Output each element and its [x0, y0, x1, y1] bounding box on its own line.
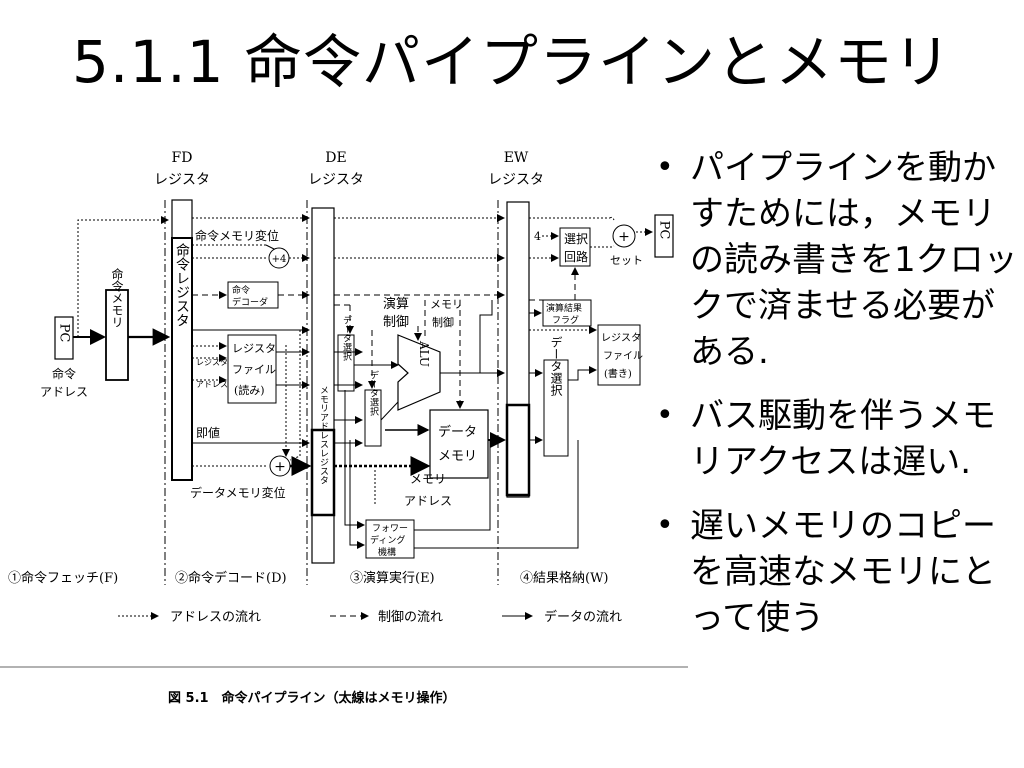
alu-shape	[397, 334, 441, 411]
pc-sub1: 命令	[52, 366, 76, 381]
sel-l1: 選択	[564, 232, 588, 246]
register-headers: FD レジスタ DE レジスタ EW レジスタ	[154, 150, 544, 188]
data-select-a-box	[337, 334, 355, 392]
regfile-read-l1: レジスタ	[232, 342, 276, 355]
bullet-dot-icon: •	[656, 398, 674, 433]
legend: アドレスの流れ 制御の流れ データの流れ	[118, 609, 622, 625]
regfile-write-l3: (書き)	[604, 367, 632, 380]
bullet-item: •バス駆動を伴うメモリアクセスは遅い.	[650, 393, 1020, 485]
stage-d: ②命令デコード(D)	[175, 570, 287, 586]
bullet-dot-icon: •	[656, 150, 674, 185]
decoder-l1: 命令	[232, 284, 250, 296]
immediate-label: 即値	[196, 425, 220, 440]
regfile-read-l3: (読み)	[234, 383, 265, 397]
data-sel-w-label: データ選択	[549, 336, 563, 397]
svg-text:+: +	[618, 229, 630, 245]
dmem-l2: メモリ	[438, 449, 477, 464]
four-label: 4	[534, 230, 541, 243]
forwarding-box	[365, 519, 415, 559]
pc-out-box	[654, 214, 674, 258]
inst-mem-disp-label: 命令メモリ変位	[195, 228, 279, 243]
op-flag-box	[542, 299, 592, 327]
mem-addr-reg-label: メモリアドレスレジスタ	[318, 386, 329, 485]
regfile-write-l1: レジスタ	[601, 332, 641, 344]
regfile-read-box	[227, 334, 277, 404]
bullet-list: •パイプラインを動かすためには，メモリの読み書きを1クロックで済ませる必要がある…	[650, 145, 1020, 659]
pipeline-figure: FD レジスタ DE レジスタ EW レジスタ 命令レジスタ メモリアドレスレジ…	[0, 140, 690, 715]
instruction-memory-box	[105, 289, 129, 381]
regfile-write-l2: ファイル	[603, 351, 643, 362]
stage-f: ①命令フェッチ(F)	[8, 570, 118, 586]
regfile-write-box	[597, 324, 641, 386]
sel-l2: 回路	[564, 249, 588, 264]
alu-label: ALU	[417, 340, 431, 367]
legend-control: 制御の流れ	[378, 610, 443, 625]
regfile-read-l2: ファイル	[232, 363, 276, 376]
data-select-b-box	[364, 389, 382, 447]
de-sub: レジスタ	[308, 172, 364, 188]
data-sel-a-label: データ選択	[341, 314, 352, 361]
op-flag-l1: 演算結果	[546, 302, 582, 314]
pc-sub2: アドレス	[40, 385, 88, 399]
legend-address: アドレスの流れ	[170, 610, 261, 625]
decoder-l2: デコーダ	[232, 296, 268, 308]
reg-addr-l2: アドレス	[196, 380, 228, 389]
fwd-l2: ディング	[370, 534, 405, 546]
bullet-item: •遅いメモリのコピーを高速なメモリにとって使う	[650, 503, 1020, 641]
ew-label: EW	[504, 150, 529, 166]
plus4-label: +4	[272, 254, 287, 265]
stage-labels: ①命令フェッチ(F) ②命令デコード(D) ③演算実行(E) ④結果格納(W)	[8, 570, 609, 586]
svg-text:+: +	[274, 459, 286, 475]
mem-addr-l2: アドレス	[404, 494, 452, 508]
op-flag-l2: フラグ	[552, 314, 579, 326]
bullet-dot-icon: •	[656, 508, 674, 543]
bullet-item: •パイプラインを動かすためには，メモリの読み書きを1クロックで済ませる必要がある…	[650, 145, 1020, 375]
stage-w: ④結果格納(W)	[520, 570, 609, 586]
page-title: 5.1.1 命令パイプラインとメモリ	[71, 28, 952, 96]
stage-e: ③演算実行(E)	[350, 570, 435, 586]
mem-ctrl-l2: 制御	[432, 315, 454, 329]
de-label: DE	[325, 150, 346, 166]
data-mem-disp-label: データメモリ変位	[190, 485, 286, 500]
data-sel-b-label: データ選択	[368, 369, 379, 416]
reg-addr-l1: レジスタ	[196, 358, 228, 367]
pc-out-label: PC	[657, 221, 672, 240]
mem-ctrl-l1: メモリ	[430, 298, 463, 311]
figure-caption: 図 5.1 命令パイプライン（太線はメモリ操作）	[168, 691, 456, 706]
data-memory-box	[429, 409, 489, 479]
fd-sub: レジスタ	[154, 172, 210, 188]
op-ctrl-l2: 制御	[383, 315, 409, 330]
fd-label: FD	[172, 150, 193, 166]
pc-label: PC	[57, 324, 72, 343]
imem-label: 命令メモリ	[110, 267, 124, 328]
set-label: セット	[610, 254, 643, 267]
data-select-w-box	[543, 359, 569, 457]
op-ctrl-l1: 演算	[383, 296, 409, 312]
ew-sub: レジスタ	[488, 172, 544, 188]
pc-adder-circle	[612, 224, 636, 248]
pipeline-diagram: FD レジスタ DE レジスタ EW レジスタ 命令レジスタ メモリアドレスレジ…	[0, 150, 688, 668]
instruction-register-label: 命令レジスタ	[174, 242, 190, 327]
dmem-l1: データ	[438, 424, 477, 440]
fwd-l3: 機構	[378, 546, 396, 558]
legend-data: データの流れ	[544, 609, 622, 625]
mem-addr-l1: メモリ	[410, 472, 446, 486]
select-circuit-box	[559, 227, 591, 267]
fwd-l1: フォワー	[372, 524, 408, 534]
